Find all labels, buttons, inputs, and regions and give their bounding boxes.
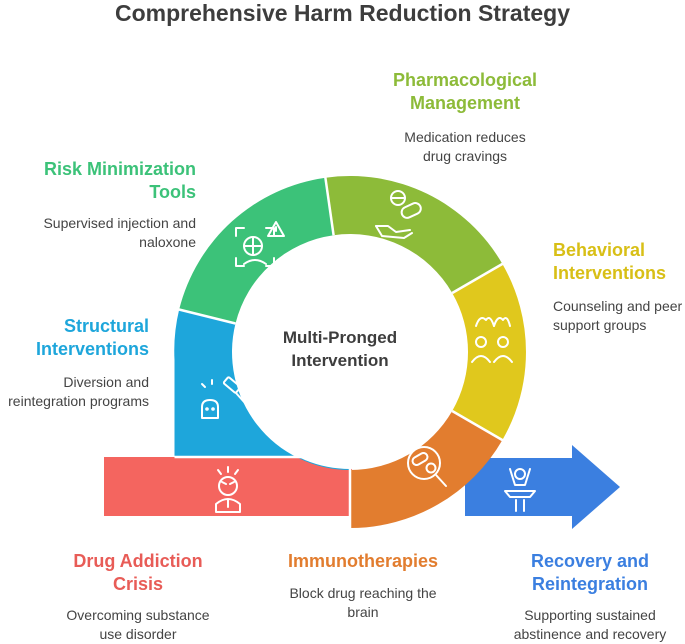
behavioral-title-line-1: Behavioral — [553, 240, 646, 260]
crisis-title: Drug Addiction Crisis — [56, 550, 220, 596]
risk-desc-line-2: naloxone — [139, 234, 196, 250]
behavioral-description: Counseling and peer support groups — [553, 297, 683, 335]
risk-desc-line-1: Supervised injection and — [43, 215, 196, 231]
recovery-arrow — [465, 445, 620, 529]
structural-desc-line-2: reintegration programs — [8, 393, 149, 409]
structural-title-line-1: Structural — [63, 316, 149, 336]
pharmacological-title-line-1: Pharmacological — [392, 70, 538, 90]
pills-hand-icon — [375, 190, 422, 239]
crisis-title-line-2: Crisis — [112, 574, 164, 594]
crisis-description: Overcoming substance use disorder — [56, 606, 220, 644]
distressed-person-icon — [215, 466, 241, 513]
pharmacological-description: Medication reduces drug cravings — [380, 128, 550, 166]
structural-desc-line-1: Diversion and — [63, 374, 149, 390]
warning-scan-icon — [235, 221, 285, 267]
recovery-title-line-1: Recovery and — [530, 551, 650, 571]
crisis-desc-line-1: Overcoming substance — [66, 607, 210, 623]
crisis-title-line-1: Drug Addiction — [73, 551, 203, 571]
segment-behavioral — [452, 264, 526, 440]
diagram-title: Comprehensive Harm Reduction Strategy — [114, 0, 570, 26]
people-support-icon — [471, 317, 513, 363]
recovery-desc-line-2: abstinence and recovery — [513, 626, 667, 642]
pharmacological-desc-line-1: Medication reduces — [404, 129, 526, 145]
behavioral-title-line-2: Interventions — [553, 263, 667, 283]
risk-minimization-title: Risk Minimization Tools — [20, 158, 196, 204]
structural-title: Structural Interventions — [20, 315, 149, 361]
immuno-desc-line-2: brain — [347, 604, 379, 620]
immunotherapies-description: Block drug reaching the brain — [271, 584, 455, 622]
pharmacological-title-line-2: Management — [409, 93, 521, 113]
recovery-title-line-2: Reintegration — [531, 574, 648, 594]
blocked-pills-icon — [407, 446, 447, 487]
center-circle — [233, 235, 467, 469]
segment-risk-minimization — [179, 177, 334, 324]
behavioral-desc-line-2: support groups — [553, 317, 647, 333]
structural-title-line-2: Interventions — [35, 339, 149, 359]
recovery-title: Recovery and Reintegration — [500, 550, 680, 596]
risk-title-line-2: Tools — [149, 182, 196, 202]
immuno-desc-line-1: Block drug reaching the — [289, 585, 437, 601]
celebrating-person-icon — [504, 468, 536, 512]
gavel-person-icon — [201, 376, 246, 419]
center-label: Multi-Pronged Intervention — [265, 326, 415, 372]
segment-pharmacological — [325, 175, 503, 293]
crisis-desc-line-2: use disorder — [99, 626, 177, 642]
risk-title-line-1: Risk Minimization — [43, 159, 196, 179]
recovery-description: Supporting sustained abstinence and reco… — [500, 606, 680, 644]
immuno-title-line-1: Immunotherapies — [287, 551, 439, 571]
recovery-desc-line-1: Supporting sustained — [524, 607, 656, 623]
pharmacological-desc-line-2: drug cravings — [422, 148, 508, 164]
pharmacological-title: Pharmacological Management — [380, 69, 550, 115]
behavioral-title: Behavioral Interventions — [553, 239, 683, 285]
behavioral-desc-line-1: Counseling and peer — [553, 298, 683, 314]
risk-minimization-description: Supervised injection and naloxone — [10, 214, 196, 252]
immunotherapies-title: Immunotherapies — [271, 550, 455, 573]
structural-description: Diversion and reintegration programs — [0, 373, 149, 411]
segment-structural — [174, 309, 350, 470]
center-line-1: Multi-Pronged — [282, 328, 398, 347]
center-line-2: Intervention — [291, 351, 389, 370]
